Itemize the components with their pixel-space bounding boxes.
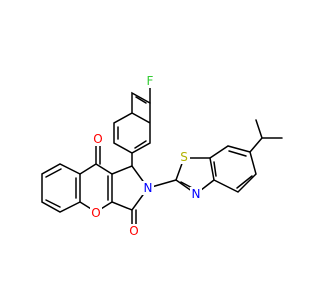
molecule-structure: F O O O N S N — [41, 74, 283, 238]
benzo-ring — [41, 163, 81, 213]
ring-oxygen-atom: O — [90, 206, 102, 220]
ketone-oxygen-label: O — [93, 132, 102, 146]
sulfur-atom: S — [178, 150, 190, 164]
thiazole-nitrogen-atom: N — [190, 187, 202, 201]
lactam-oxygen-atom: O — [128, 224, 140, 238]
isopropyl — [249, 119, 283, 153]
benzothiazole-benzo — [209, 145, 257, 193]
bond-layer — [41, 86, 283, 227]
lactam-oxygen-label: O — [129, 224, 138, 238]
benzothiazole-double-bonds — [213, 150, 253, 189]
ketone-carbon-bonds — [79, 143, 113, 213]
thiazole-nitrogen-label: N — [192, 187, 201, 201]
ketone-oxygen-atom: O — [92, 132, 104, 146]
lactam-carbonyl — [131, 209, 137, 227]
ring-nitrogen-atom: N — [142, 181, 154, 195]
fluorine-label: F — [147, 74, 154, 88]
fluorine-atom: F — [144, 74, 156, 88]
sulfur-label: S — [180, 150, 188, 164]
benzo-double-bonds — [45, 168, 77, 208]
ring-oxygen-label: O — [91, 206, 100, 220]
fluorophenyl-ring — [113, 91, 151, 167]
ring-nitrogen-label: N — [144, 181, 153, 195]
fluorophenyl-double-bonds — [117, 96, 147, 149]
